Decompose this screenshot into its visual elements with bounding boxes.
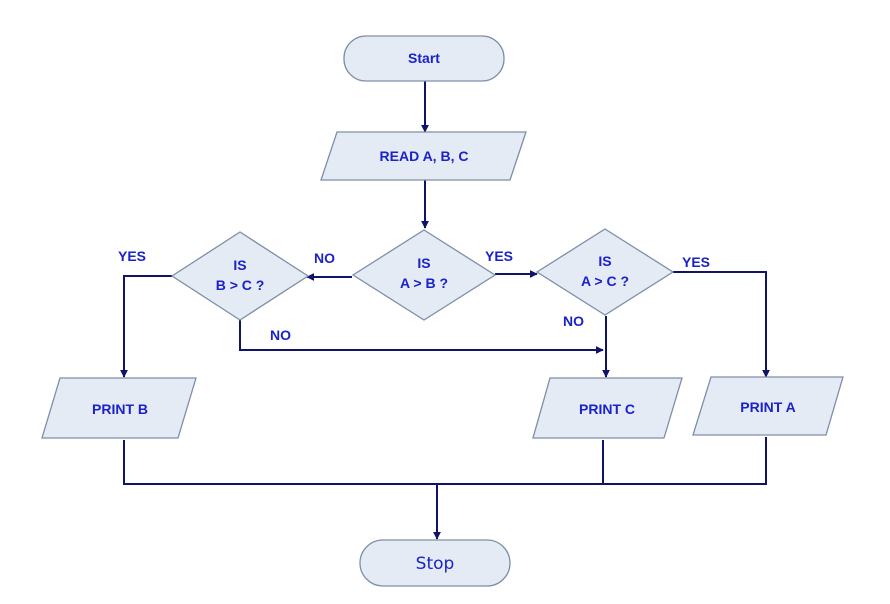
decision-ac-shape [535,228,675,316]
edge-label-bc-no: NO [270,327,291,343]
start-terminal: Start [343,35,505,82]
edge-bc-no [239,320,604,354]
print-b-output: PRINT B [41,377,197,439]
decision-b-gt-c: IS B > C ? [170,231,310,321]
connectors [120,81,770,540]
decision-ab-shape [351,229,497,321]
print-c-shape [532,377,683,439]
edge-label-ac-yes: YES [682,254,710,270]
edge-label-bc-yes: YES [118,248,146,264]
edge-ac-yes [673,271,770,378]
start-shape [343,35,505,82]
print-c-label: PRINT C [579,401,635,417]
print-a-label: PRINT A [740,399,795,415]
read-label: READ A, B, C [380,148,469,164]
print-b-label: PRINT B [92,401,148,417]
edge-label-ab-no: NO [314,250,335,266]
decision-bc-line2: B > C ? [216,277,265,293]
print-b-shape [41,377,197,439]
decision-bc-line1: IS [233,257,246,273]
decision-ac-line1: IS [598,253,611,269]
decision-a-gt-c: IS A > C ? [535,228,675,316]
decision-ab-line2: A > B ? [400,275,448,291]
edge-bc-yes [120,275,172,378]
print-a-shape [692,376,844,436]
read-shape [320,131,527,181]
start-label: Start [408,50,440,66]
stop-shape [359,539,511,587]
decision-a-gt-b: IS A > B ? [351,229,497,321]
edge-label-ab-yes: YES [485,248,513,264]
decision-ac-line2: A > C ? [581,273,629,289]
read-input: READ A, B, C [320,131,527,181]
decision-ab-line1: IS [417,255,430,271]
print-a-output: PRINT A [692,376,844,436]
edge-label-ac-no: NO [563,313,584,329]
print-c-output: PRINT C [532,377,683,439]
decision-bc-shape [170,231,310,321]
stop-label: Stop [416,554,455,574]
stop-terminal: Stop [359,539,511,587]
